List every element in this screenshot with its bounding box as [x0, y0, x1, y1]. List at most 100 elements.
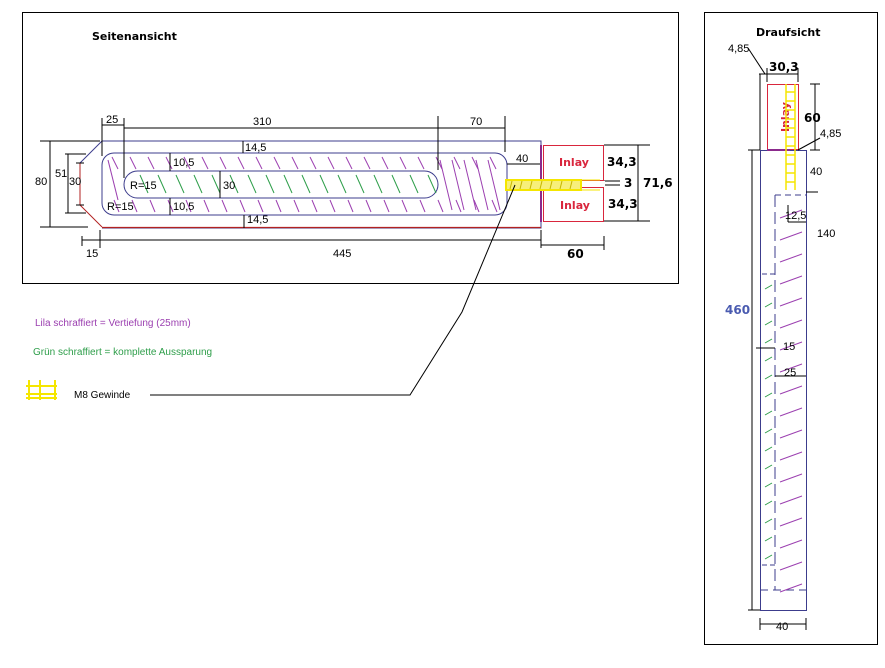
hatch-line [157, 174, 167, 194]
hatch-line [257, 199, 264, 213]
hatch-line [764, 284, 773, 290]
thread-legend-icon [26, 380, 57, 400]
thread-tick [549, 180, 553, 190]
dim-71-6: 71,6 [643, 176, 673, 190]
dim-70: 70 [470, 116, 482, 128]
hatch-line [329, 199, 336, 213]
hatch-line [401, 199, 408, 213]
top-dimension-lines [747, 47, 821, 630]
hatch-line [355, 174, 365, 194]
m8-thread-top [785, 84, 796, 190]
hatch-line [345, 156, 353, 170]
hatch-line [455, 199, 462, 213]
hatch-line [363, 156, 371, 170]
hatch-line [779, 253, 803, 263]
dim-310: 310 [253, 116, 271, 128]
hatch-line [779, 517, 803, 527]
dim-4-85-top: 4,85 [728, 43, 749, 55]
lila-hatching-top [779, 209, 803, 593]
thread-tick [509, 180, 513, 190]
hatch-line [463, 159, 477, 211]
hatch-line [193, 174, 203, 194]
dim-40-bottom: 40 [776, 621, 788, 633]
hatch-line [309, 156, 317, 170]
hatch-line [311, 199, 318, 213]
hatch-line [475, 159, 489, 211]
hatch-line [175, 174, 185, 194]
dim-25: 25 [106, 114, 118, 126]
hatch-line [779, 341, 803, 351]
dim-60-top: 60 [804, 111, 821, 125]
hatch-line [239, 199, 246, 213]
gruen-hatching-side [139, 174, 437, 194]
lila-hatching-side [107, 156, 501, 213]
side-dimension-lines [40, 116, 650, 250]
slot-outline [123, 170, 439, 199]
gruen-hatching-top [764, 284, 773, 560]
hatch-line [473, 199, 480, 213]
hatch-line [779, 429, 803, 439]
hatch-line [779, 451, 803, 461]
dim-34-3-bottom: 34,3 [608, 197, 638, 211]
dim-460: 460 [725, 303, 750, 317]
thread-tick [539, 180, 543, 190]
dim-445: 445 [333, 248, 351, 260]
thread-tick [519, 180, 523, 190]
dim-r15-outer: R=15 [107, 201, 134, 213]
top-view-frame [704, 12, 878, 645]
hatch-line [779, 275, 803, 285]
hatch-line [327, 156, 335, 170]
hatch-line [779, 319, 803, 329]
hatch-line [373, 174, 383, 194]
hatch-line [419, 199, 426, 213]
hatch-line [273, 156, 281, 170]
dim-34-3-top: 34,3 [607, 155, 637, 169]
thread-tick [559, 180, 563, 190]
legend-m8: M8 Gewinde [74, 390, 131, 401]
dim-30-left: 30 [69, 176, 81, 188]
hatch-line [764, 518, 773, 524]
thread-tick [529, 180, 533, 190]
hatch-line [764, 374, 773, 380]
hatch-line [764, 500, 773, 506]
side-view-frame [22, 12, 679, 284]
hatch-line [203, 199, 210, 213]
hatch-line [211, 174, 221, 194]
hatch-line [283, 174, 293, 194]
hatch-line [417, 156, 425, 170]
hatch-line [237, 156, 245, 170]
inlay-bottom-label: Inlay [560, 199, 590, 212]
hatch-line [779, 385, 803, 395]
hatch-line [487, 159, 501, 211]
hatch-line [764, 338, 773, 344]
hatch-line [131, 199, 138, 213]
dim-80: 80 [35, 176, 47, 188]
hatch-line [147, 156, 155, 170]
hatch-line [107, 159, 119, 201]
hatch-line [764, 428, 773, 434]
hatch-line [347, 199, 354, 213]
m8-thread-side [505, 179, 600, 191]
thread-tick [569, 180, 573, 190]
hatch-line [301, 174, 311, 194]
hatch-line [764, 536, 773, 542]
hatch-line [779, 473, 803, 483]
hatch-line [764, 356, 773, 362]
hatch-line [337, 174, 347, 194]
hatch-line [779, 209, 803, 219]
hatch-line [365, 199, 372, 213]
dim-25-top: 25 [784, 367, 796, 379]
hatch-line [319, 174, 329, 194]
hatch-line [381, 156, 389, 170]
hatch-line [427, 174, 437, 194]
chamfer-top [79, 140, 103, 164]
hatch-line [439, 159, 453, 211]
hatch-line [491, 199, 498, 213]
dim-r15-inner: R=15 [130, 180, 157, 192]
hatch-line [113, 199, 120, 213]
hatch-line [764, 302, 773, 308]
hatch-line [409, 174, 419, 194]
top-dimension-labels: 4,85 30,3 60 4,85 40 12,5 140 460 15 25 … [725, 43, 841, 633]
hatch-line [255, 156, 263, 170]
